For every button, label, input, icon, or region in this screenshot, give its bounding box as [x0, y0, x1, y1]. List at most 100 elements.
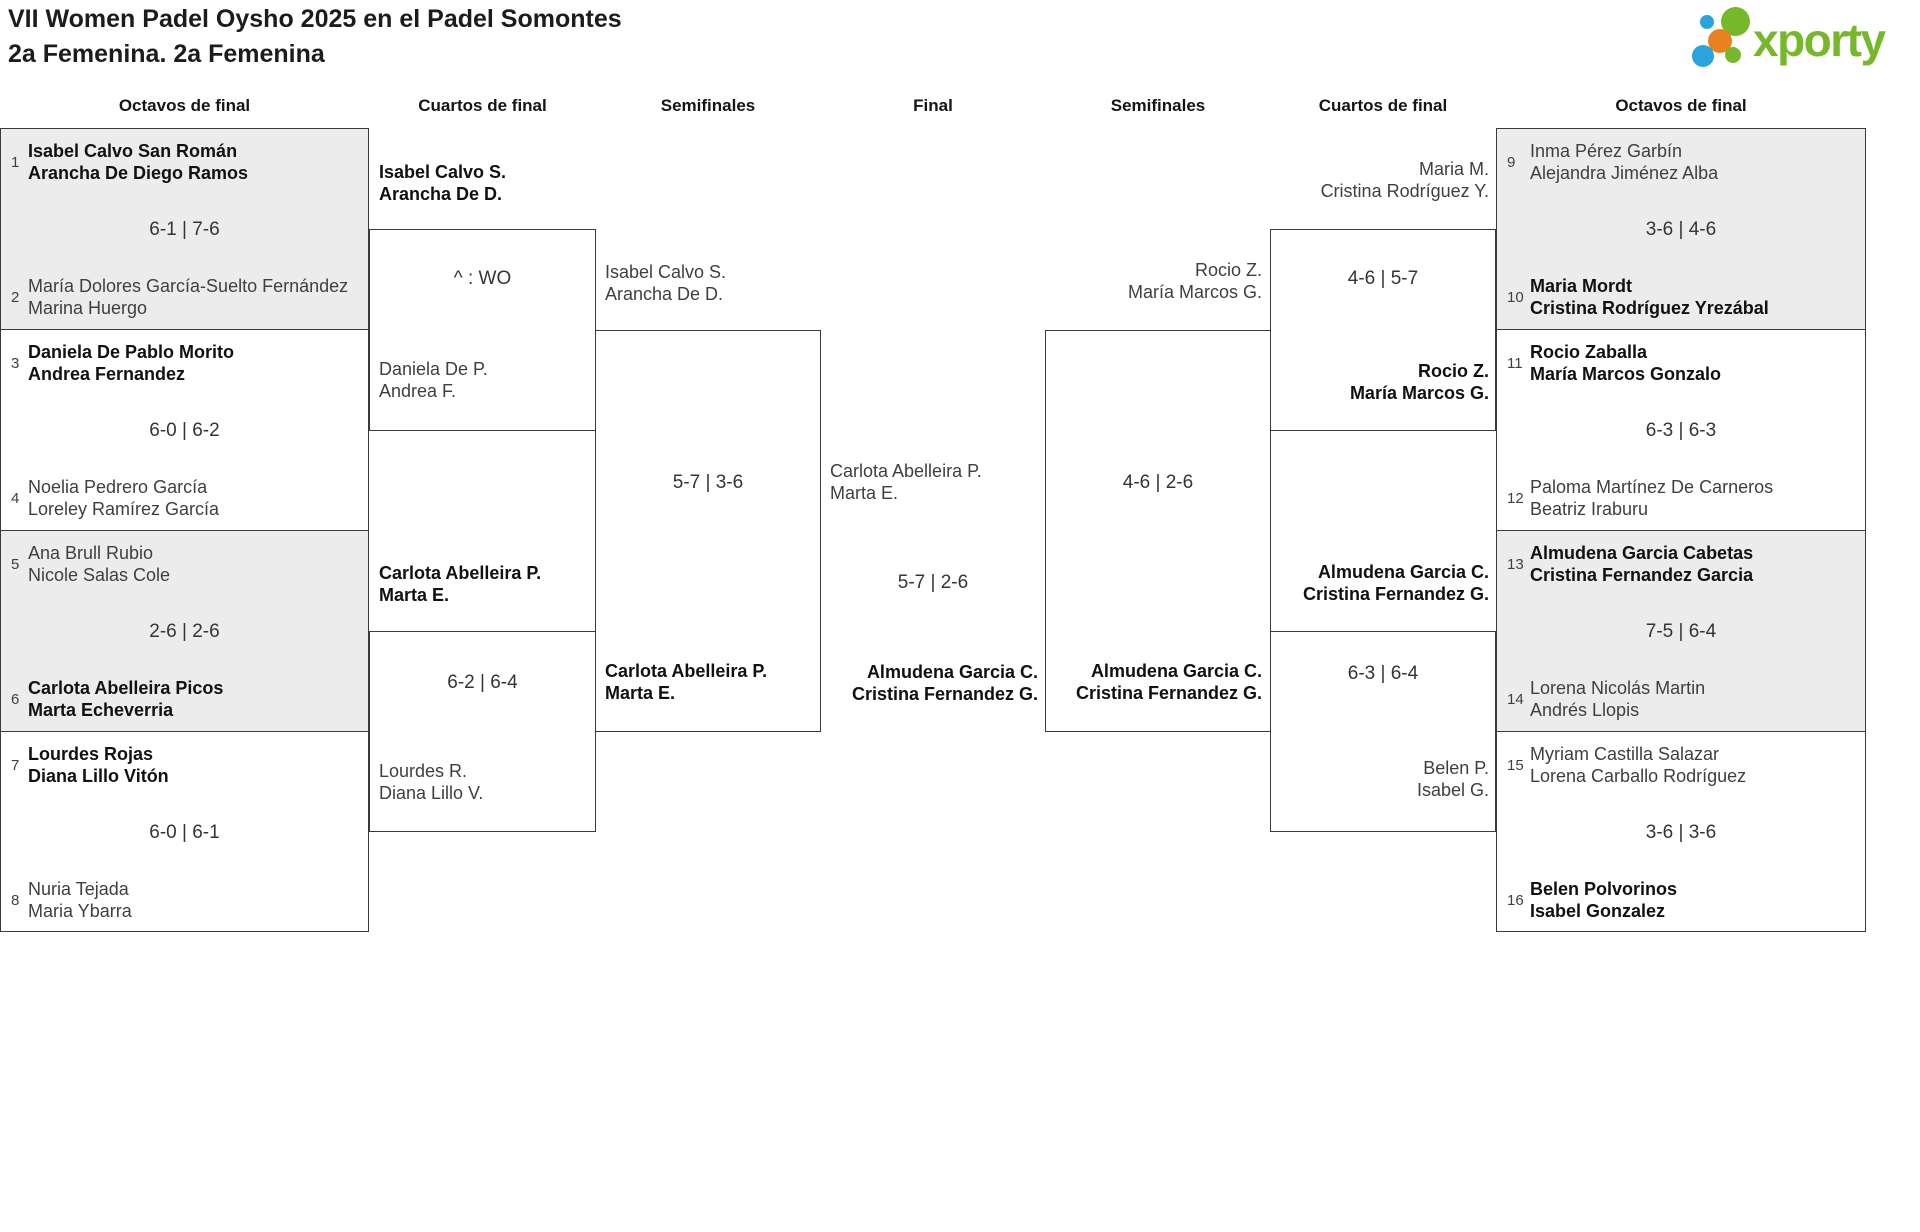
advancing-team: Almudena Garcia C. Cristina Fernandez G.	[1076, 660, 1262, 704]
team-name-line: Daniela De Pablo Morito	[28, 342, 235, 362]
octavos-match-3: 5 Ana Brull Rubio Nicole Salas Cole 2-6 …	[0, 530, 369, 733]
logo-dot-blue-small	[1700, 15, 1714, 29]
team-names: Paloma Martínez De Carneros Beatriz Irab…	[1530, 476, 1773, 520]
page-title: VII Women Padel Oysho 2025 en el Padel S…	[8, 5, 622, 33]
team-names: Maria Mordt Cristina Rodríguez Yrezábal	[1530, 275, 1769, 319]
seed-number: 13	[1507, 556, 1524, 573]
seed-number: 14	[1507, 691, 1524, 708]
team-name-line: Carlota Abelleira P.	[830, 461, 982, 481]
team-name-line: Lorena Nicolás Martin	[1530, 678, 1706, 698]
team-name-line: Cristina Fernandez G.	[1075, 683, 1262, 703]
seed-number: 10	[1507, 289, 1524, 306]
seed-number: 8	[11, 892, 20, 909]
round-header-cuartos-left: Cuartos de final	[418, 96, 547, 115]
team-name-line: Nuria Tejada	[28, 879, 129, 899]
team-name-line: María Marcos G.	[1349, 383, 1489, 403]
final-score: 5-7 | 2-6	[897, 572, 969, 593]
team-name-line: Myriam Castilla Salazar	[1530, 744, 1720, 764]
advancing-team: Carlota Abelleira P. Marta E.	[379, 562, 541, 606]
team-name-line: Lourdes Rojas	[28, 744, 154, 764]
logo-wordmark: xporty	[1753, 14, 1886, 66]
logo-dot-blue-large	[1692, 45, 1714, 67]
seed-number: 2	[11, 289, 20, 306]
seed-number: 11	[1507, 355, 1523, 372]
team-name-line: Almudena Garcia Cabetas	[1530, 543, 1754, 563]
match-score: 6-3 | 6-4	[1347, 663, 1419, 684]
octavos-match-1: 1 Isabel Calvo San Román Arancha De Dieg…	[0, 128, 369, 331]
final-team-bottom: Almudena Garcia C. Cristina Fernandez G.	[852, 661, 1038, 705]
octavos-match-5: 9 Inma Pérez Garbín Alejandra Jiménez Al…	[1496, 128, 1866, 331]
team-name-line: Almudena Garcia C.	[866, 662, 1038, 682]
team-name-line: Belen Polvorinos	[1530, 879, 1678, 899]
team-name-line: María Dolores García-Suelto Fernández	[28, 276, 349, 296]
team-name-line: Isabel G.	[1416, 780, 1489, 800]
match-score: 3-6 | 3-6	[1645, 822, 1717, 843]
team-names: Noelia Pedrero García Loreley Ramírez Ga…	[28, 476, 219, 520]
team-name-line: Isabel Calvo San Román	[28, 141, 238, 161]
team-name-line: Beatriz Iraburu	[1530, 499, 1649, 519]
team-names: María Dolores García-Suelto Fernández Ma…	[28, 275, 348, 319]
octavos-match-2: 3 Daniela De Pablo Morito Andrea Fernand…	[0, 329, 369, 532]
team-name-line: Arancha De Diego Ramos	[28, 163, 249, 183]
match-score: 6-0 | 6-1	[149, 822, 220, 843]
team-name-line: Marta Echeverria	[28, 700, 174, 720]
team-name-line: Daniela De P.	[379, 359, 488, 379]
logo-dot-green-small	[1725, 47, 1741, 63]
match-score: 6-0 | 6-2	[149, 420, 220, 441]
seed-number: 4	[11, 490, 20, 507]
team-name-line: Loreley Ramírez García	[28, 499, 220, 519]
advancing-team: Rocio Z. María Marcos G.	[1350, 360, 1489, 404]
team-name-line: Rocio Z.	[1418, 361, 1489, 381]
advancing-team: Almudena Garcia C. Cristina Fernandez G.	[1303, 561, 1489, 605]
team-name-line: Cristina Fernandez G.	[851, 684, 1038, 704]
seed-number: 3	[11, 355, 20, 372]
team-name-line: Alejandra Jiménez Alba	[1530, 163, 1719, 183]
advancing-team: Rocio Z. María Marcos G.	[1128, 259, 1262, 303]
match-score: 6-3 | 6-3	[1645, 420, 1717, 441]
team-name-line: Maria Ybarra	[28, 901, 132, 921]
team-name-line: María Marcos G.	[1127, 282, 1262, 302]
team-names: Inma Pérez Garbín Alejandra Jiménez Alba	[1530, 140, 1718, 184]
match-score: 6-1 | 7-6	[149, 219, 220, 240]
seed-number: 6	[11, 691, 20, 708]
team-name-line: Carlota Abelleira P.	[605, 661, 768, 681]
team-name-line: Marina Huergo	[28, 298, 148, 318]
match-score: 3-6 | 4-6	[1645, 219, 1717, 240]
team-name-line: Isabel Gonzalez	[1530, 901, 1666, 921]
seed-number: 12	[1507, 490, 1524, 507]
team-name-line: María Marcos Gonzalo	[1530, 364, 1722, 384]
team-name-line: Marta E.	[605, 683, 676, 703]
advancing-team: Belen P. Isabel G.	[1417, 757, 1489, 801]
octavos-match-8: 15 Myriam Castilla Salazar Lorena Carbal…	[1496, 731, 1866, 932]
match-score: 2-6 | 2-6	[149, 621, 220, 642]
advancing-team: Isabel Calvo S. Arancha De D.	[605, 261, 726, 305]
advancing-team: Carlota Abelleira P. Marta E.	[605, 660, 767, 704]
team-name-line: Inma Pérez Garbín	[1530, 141, 1683, 161]
team-name-line: Rocio Z.	[1194, 260, 1262, 280]
match-score: 5-7 | 3-6	[672, 472, 744, 493]
team-name-line: Andrea F.	[379, 381, 457, 401]
team-names: Nuria Tejada Maria Ybarra	[28, 878, 132, 922]
team-name-line: Ana Brull Rubio	[28, 543, 154, 563]
team-name-line: Andrés Llopis	[1530, 700, 1640, 720]
team-name-line: Isabel Calvo S.	[605, 262, 727, 282]
team-names: Daniela De Pablo Morito Andrea Fernandez	[28, 341, 234, 385]
semifinal-match-box-1	[595, 330, 821, 732]
team-name-line: Almudena Garcia C.	[1090, 661, 1262, 681]
octavos-match-6: 11 Rocio Zaballa María Marcos Gonzalo 6-…	[1496, 329, 1866, 532]
round-header-semis-left: Semifinales	[660, 96, 756, 115]
seed-number: 1	[11, 154, 20, 171]
round-header-octavos-right: Octavos de final	[1615, 96, 1747, 115]
round-header-final: Final	[913, 96, 953, 115]
advancing-team: Daniela De P. Andrea F.	[379, 358, 488, 402]
team-name-line: Diana Lillo Vitón	[28, 766, 169, 786]
team-name-line: Nicole Salas Cole	[28, 565, 171, 585]
octavos-match-7: 13 Almudena Garcia Cabetas Cristina Fern…	[1496, 530, 1866, 733]
team-names: Belen Polvorinos Isabel Gonzalez	[1530, 878, 1677, 922]
team-name-line: Almudena Garcia C.	[1317, 562, 1489, 582]
team-name-line: Lorena Carballo Rodríguez	[1530, 766, 1747, 786]
team-name-line: Cristina Fernandez Garcia	[1530, 565, 1754, 585]
team-name-line: Lourdes R.	[379, 761, 468, 781]
team-name-line: Isabel Calvo S.	[379, 162, 507, 182]
